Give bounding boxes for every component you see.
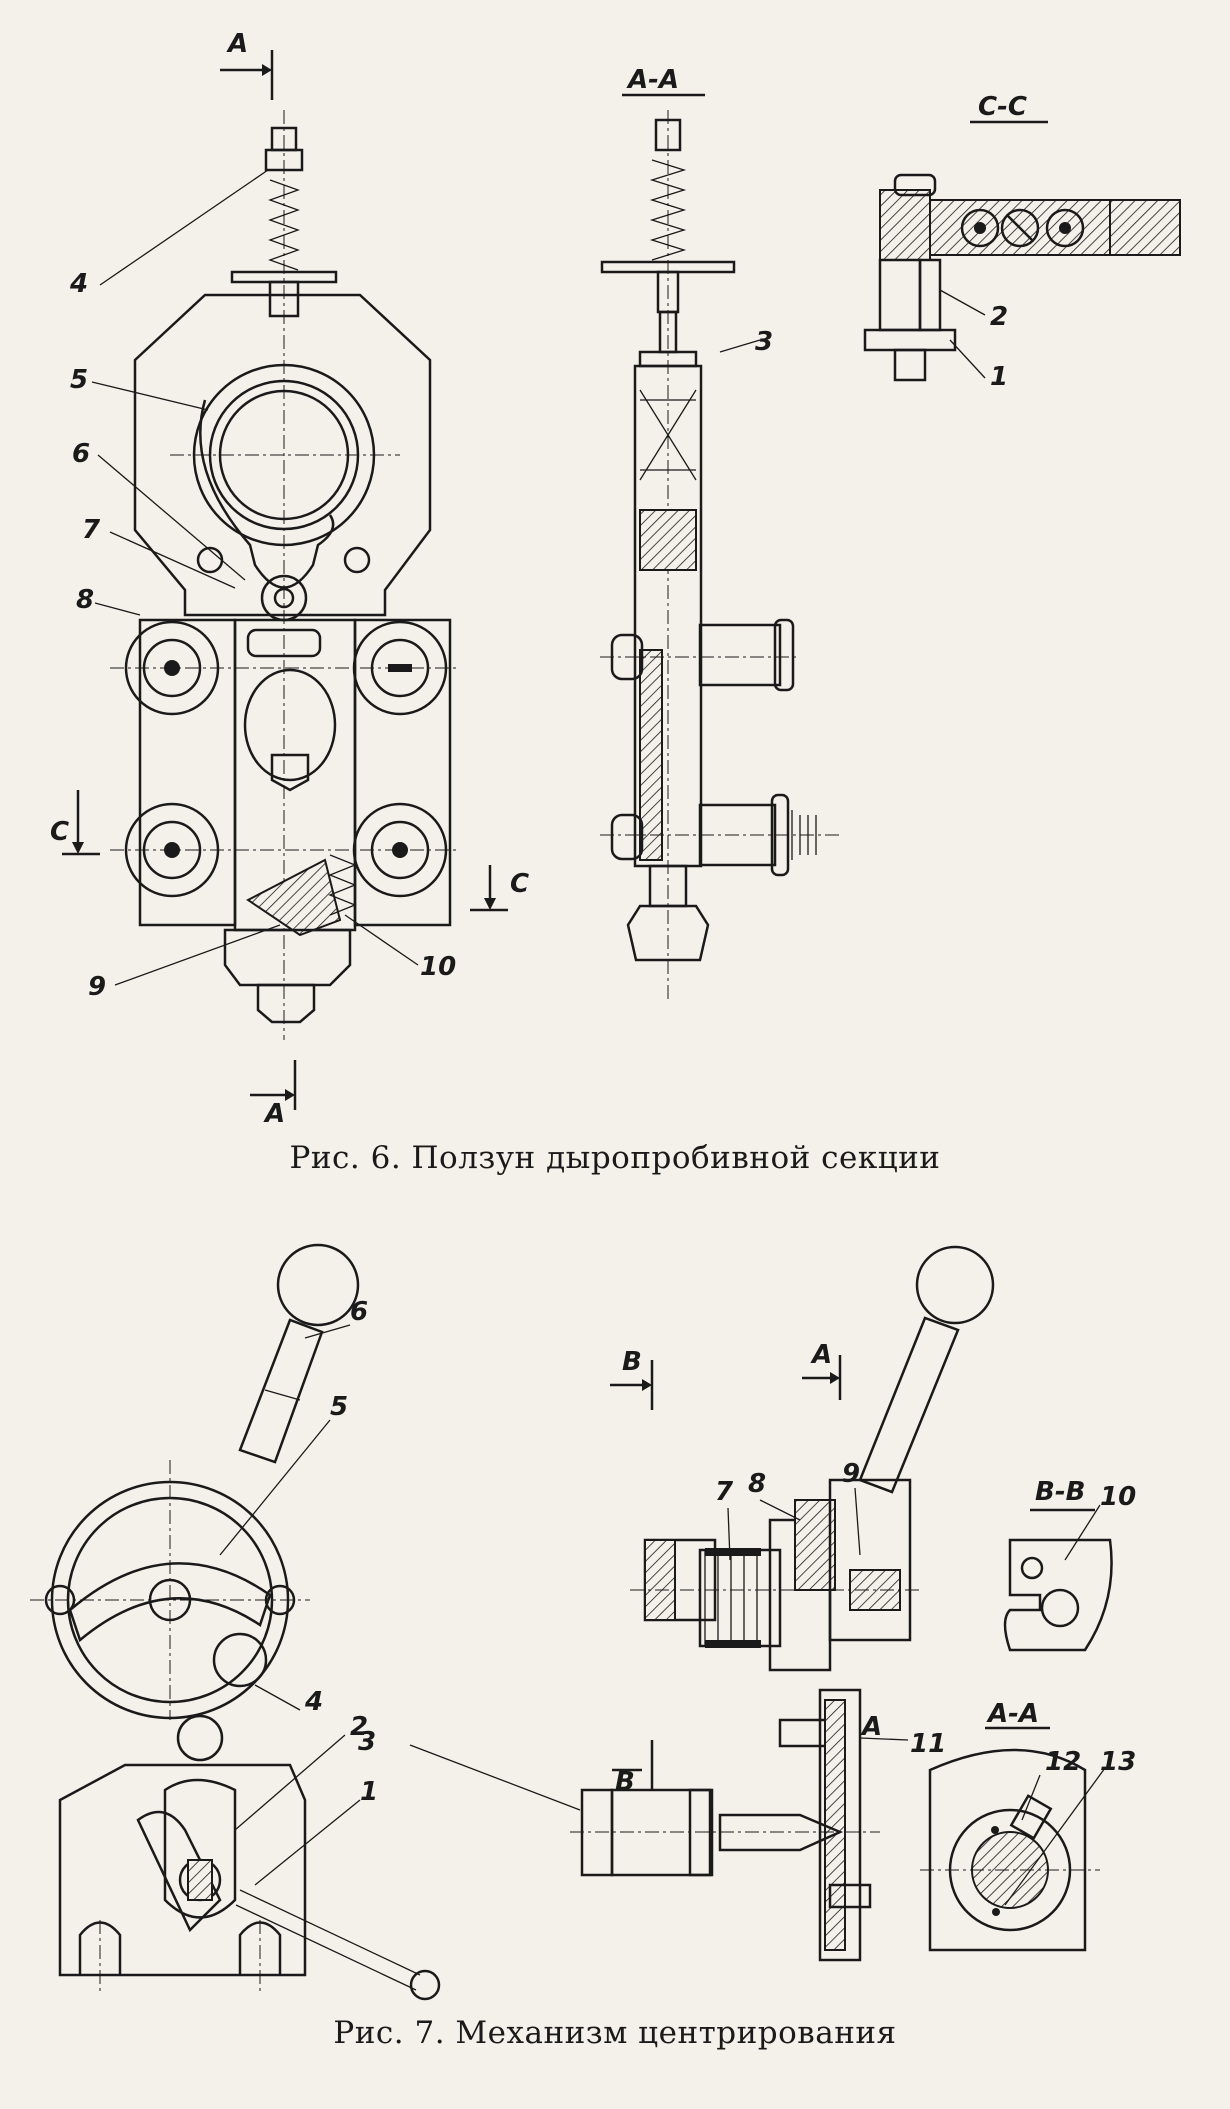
figure-7-caption: Рис. 7. Механизм центрирования	[333, 2015, 897, 2051]
part-label-1: 1	[990, 362, 1008, 392]
part-label-2: 2	[350, 1712, 368, 1742]
part-label-5: 5	[70, 365, 88, 395]
part-label-7: 7	[82, 515, 101, 545]
section-mark-c-right: С	[510, 869, 529, 899]
centering-mechanism-side-section	[409, 1245, 995, 1962]
part-label-7: 7	[715, 1477, 734, 1507]
part-label-6: 6	[350, 1297, 368, 1327]
part-label-1: 1	[360, 1777, 378, 1807]
figure-7-drawing: 6 5 4 2 1 3	[30, 1243, 1136, 2001]
part-label-10: 10	[1100, 1482, 1136, 1512]
section-mark-a-top: А	[810, 1340, 832, 1370]
section-mark-a-top: А	[226, 29, 248, 59]
view-title-a-a: А-А	[626, 65, 679, 95]
section-c-c-view	[863, 120, 1181, 382]
part-label-12: 12	[1045, 1747, 1081, 1777]
view-title-c-c: С-С	[978, 92, 1027, 122]
view-title-a-a: А-А	[986, 1699, 1039, 1729]
part-label-8: 8	[76, 585, 94, 615]
slider-front-view	[62, 50, 508, 1110]
centering-mechanism-front-view	[30, 1243, 441, 2001]
section-mark-a-mid: А	[860, 1712, 882, 1742]
section-mark-a-bottom: А	[263, 1099, 285, 1129]
section-mark-c-left: С	[50, 817, 69, 847]
part-label-4: 4	[304, 1687, 323, 1717]
section-mark-b-bottom: В	[615, 1767, 635, 1797]
part-label-6: 6	[72, 439, 90, 469]
part-label-5: 5	[330, 1392, 348, 1422]
part-label-9: 9	[88, 972, 106, 1002]
part-label-8: 8	[748, 1469, 766, 1499]
part-label-4: 4	[69, 269, 88, 299]
section-a-a-view	[920, 1726, 1106, 1952]
section-mark-b-top: В	[622, 1347, 642, 1377]
figure-6-caption: Рис. 6. Ползун дыропробивной секции	[289, 1140, 941, 1176]
part-label-3: 3	[358, 1727, 376, 1757]
part-label-11: 11	[910, 1729, 946, 1759]
view-title-b-b: В-В	[1035, 1477, 1085, 1507]
part-label-2: 2	[990, 302, 1008, 332]
part-label-9: 9	[842, 1459, 860, 1489]
part-label-10: 10	[420, 952, 456, 982]
part-label-3: 3	[755, 327, 773, 357]
figure-6-drawing: А А С С 4 5 6 7 8 9 10 А-А 3	[50, 29, 1181, 1129]
section-b-b-view	[1003, 1504, 1113, 1652]
spring-coils	[704, 1548, 761, 1648]
part-label-13: 13	[1100, 1747, 1136, 1777]
section-a-a-view	[600, 93, 840, 1000]
